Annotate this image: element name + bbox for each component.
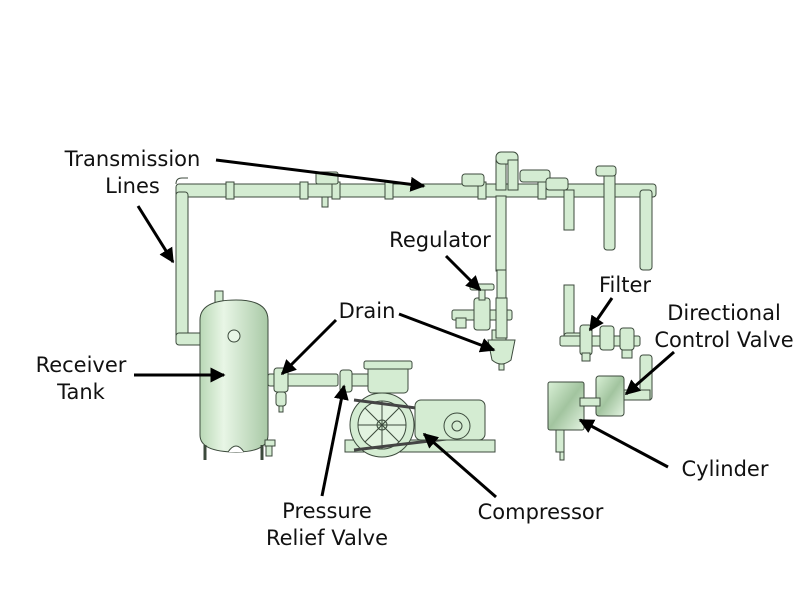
arrow-regulator	[444, 254, 482, 292]
arrow-pressure-relief-valve	[320, 384, 349, 497]
compressor-unit	[344, 360, 496, 458]
arrow-drain-tank	[280, 318, 338, 376]
label-transmission-lines: Transmission Lines	[64, 147, 201, 198]
arrow-filter	[588, 297, 614, 332]
arrow-drain-line	[398, 312, 496, 353]
label-regulator: Regulator	[389, 228, 491, 252]
arrow-transmission-lines-top	[215, 158, 426, 192]
arrow-cylinder	[578, 418, 669, 469]
filter-assembly	[559, 324, 641, 362]
tank-drain-valve	[267, 367, 339, 413]
arrow-transmission-lines-left	[136, 205, 175, 264]
transmission-pipe	[175, 151, 657, 346]
label-receiver-tank: Receiver Tank	[35, 353, 127, 404]
arrow-compressor	[422, 432, 497, 499]
label-filter: Filter	[598, 273, 651, 297]
label-compressor: Compressor	[477, 500, 604, 524]
label-drain: Drain	[338, 299, 396, 323]
label-cylinder: Cylinder	[681, 457, 769, 481]
directional-control-valve	[595, 354, 653, 417]
arrow-directional-control-valve	[624, 350, 675, 396]
label-pressure-relief-valve: Pressure Relief Valve	[265, 499, 388, 550]
cylinder	[547, 381, 601, 461]
label-directional-control-valve: Directional Control Valve	[654, 301, 794, 352]
receiver-tank	[199, 290, 276, 460]
